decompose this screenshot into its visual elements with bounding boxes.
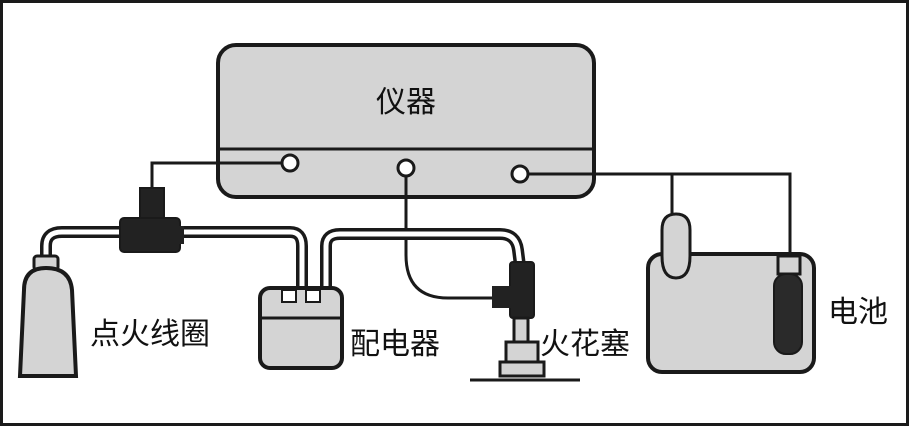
instrument-label: 仪器 [376,85,436,120]
distributor-label: 配电器 [350,327,440,362]
spark-plug [470,261,580,382]
ignition-coil [17,254,79,378]
coil-lead-clamp [119,187,184,253]
spark-plug-label: 火花塞 [540,327,630,362]
instrument-terminal-right [510,164,530,184]
signal-wires [150,161,792,300]
wire-instrument-to-battery-negative [528,172,792,258]
battery-label: 电池 [828,295,888,330]
ignition-coil-label: 点火线圈 [90,317,210,352]
instrument-box [216,43,596,199]
instrument-terminal-middle [396,158,416,178]
wire-instrument-to-spark-clamp [404,176,500,300]
battery [646,212,816,374]
wire-instrument-to-coil-clamp [150,161,282,188]
instrument-terminal-left [280,153,300,173]
distributor [258,286,344,370]
